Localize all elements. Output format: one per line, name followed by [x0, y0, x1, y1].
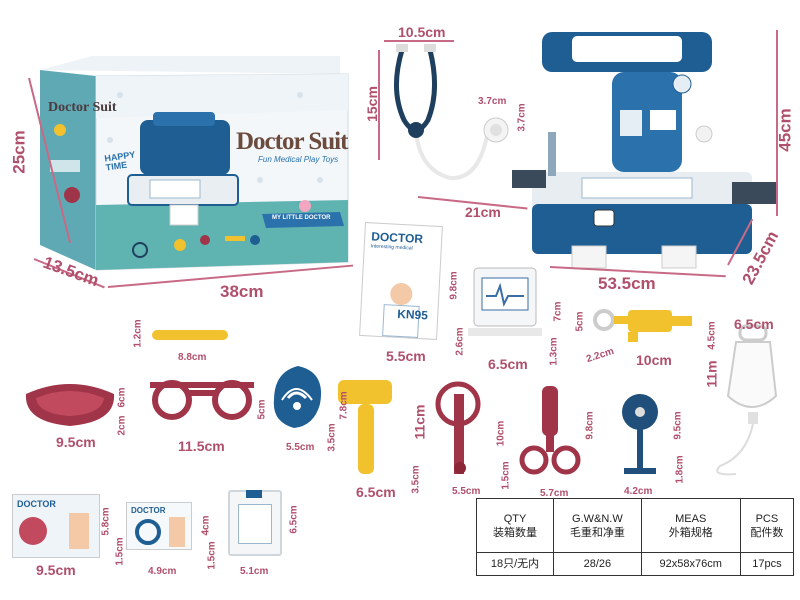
box-ribbon: MY LITTLE DOCTOR — [272, 215, 331, 221]
dim-thermo-width: 5.5cm — [452, 486, 481, 497]
kidney-dish-drawing — [25, 384, 115, 426]
dim-thermo-height: 11cm — [411, 404, 428, 440]
dim-clipboard-width: 5.1cm — [240, 566, 269, 577]
dim-iv-width: 6.5cm — [734, 316, 774, 332]
dim-thermo-base: 3.5cm — [410, 465, 422, 494]
dim-mirror-depth: 1.8cm — [674, 455, 686, 484]
monitor-card-drawing — [468, 267, 542, 336]
spec-value-row: 18只/无内 28/26 92x58x76cm 17pcs — [475, 552, 795, 576]
product-box-drawing — [40, 56, 349, 271]
dim-otoscope-width: 5.5cm — [286, 442, 315, 453]
box-slogan: Fun Medical Play Toys — [258, 155, 339, 164]
dim-glasses-width: 11.5cm — [178, 438, 225, 454]
book-mask-label: KN95 — [396, 306, 429, 323]
dim-iv-top: 4.5cm — [706, 321, 718, 350]
dim-box-height: 25cm — [9, 130, 29, 174]
card1-graphic — [19, 517, 47, 545]
syringe-drawing — [593, 309, 692, 342]
dim-iv-length: 11m — [703, 360, 720, 388]
doctor-book: DOCTOR Interesting medical KN95 — [359, 222, 443, 340]
glasses-drawing — [150, 380, 254, 420]
dim-card2-depth: 1.5cm — [114, 537, 126, 566]
dim-monitor-depth: 1.3cm — [548, 337, 560, 366]
dim-monitor-width: 6.5cm — [488, 356, 528, 372]
dim-line-steth-height — [378, 50, 380, 160]
dim-otoscope-height: 5cm — [256, 399, 268, 420]
doctor-case-drawing — [512, 32, 776, 269]
card1-title: DOCTOR — [17, 499, 56, 509]
book-subtitle: Interesting medical — [370, 243, 413, 252]
chest-piece-drawing — [483, 117, 509, 143]
otoscope-drawing — [273, 366, 322, 428]
dim-clipboard-height: 6.5cm — [288, 505, 300, 534]
dim-line-case-height — [776, 30, 778, 216]
dim-dish-height: 6cm — [116, 387, 128, 408]
tongue-depressor — [152, 330, 228, 340]
dim-case-height: 45cm — [775, 108, 795, 152]
dim-syringe-depth: 2.2cm — [584, 345, 616, 366]
dim-scissors-depth: 1.5cm — [500, 461, 512, 490]
dim-depressor-width: 8.8cm — [178, 352, 207, 363]
dim-syringe-height: 5cm — [574, 311, 586, 332]
dim-scissors-height: 9.8cm — [584, 411, 596, 440]
clipboard-paper — [238, 504, 272, 544]
spec-value-weight: 28/26 — [553, 552, 642, 576]
dim-scissors-width: 5.7cm — [540, 488, 569, 499]
dim-clipboard-depth: 1.5cm — [206, 541, 218, 570]
reflex-hammer-drawing — [338, 380, 392, 474]
dim-steth-height: 15cm — [363, 86, 380, 122]
dim-steth-length: 21cm — [465, 204, 501, 220]
dim-thermo-length: 10cm — [495, 420, 507, 447]
dim-box-width: 38cm — [220, 282, 264, 301]
dim-book-width: 5.5cm — [386, 348, 426, 364]
dim-card1-width: 9.5cm — [36, 562, 76, 578]
dim-hammer-height: 7.8cm — [338, 391, 350, 420]
dim-syringe-width: 10cm — [636, 352, 672, 368]
book-doctor-face — [389, 282, 413, 306]
stethoscope-drawing — [393, 44, 490, 181]
box-brand: Doctor Suit — [236, 128, 348, 155]
thermometer-clip-drawing — [435, 381, 481, 474]
box-brand-side: Doctor Suit — [48, 100, 117, 115]
dim-monitor-height: 7cm — [552, 301, 564, 322]
dim-card1-height: 5.8cm — [100, 507, 112, 536]
dim-steth-width: 10.5cm — [398, 24, 446, 40]
dim-mirror-height: 9.5cm — [672, 411, 684, 440]
card2-title: DOCTOR — [131, 506, 166, 515]
iv-bag-drawing — [716, 324, 778, 476]
dim-depressor-height: 1.2cm — [132, 319, 144, 348]
dim-book-height: 9.8cm — [448, 271, 460, 300]
dim-case-width: 53.5cm — [598, 274, 656, 293]
doctor-card-1: DOCTOR — [12, 494, 100, 558]
dim-line-steth-width — [384, 40, 454, 42]
card1-doctor — [69, 513, 89, 549]
dim-dish-width: 9.5cm — [56, 434, 96, 450]
clipboard — [228, 490, 282, 556]
card2-doctor — [169, 517, 185, 547]
dim-chest-width: 3.7cm — [478, 96, 507, 107]
scissors-drawing — [519, 386, 581, 475]
spec-value-pcs: 17pcs — [739, 552, 795, 576]
dim-card2-width: 4.9cm — [148, 566, 177, 577]
dim-hammer-depth: 3.5cm — [326, 423, 338, 452]
dim-monitor-base: 2.6cm — [454, 327, 466, 356]
dim-hammer-width: 6.5cm — [356, 484, 396, 500]
card2-graphic — [135, 519, 161, 545]
doctor-card-2: DOCTOR — [126, 502, 192, 550]
dim-dish-depth: 2cm — [116, 415, 128, 436]
head-mirror-drawing — [622, 394, 658, 474]
spec-value-qty: 18只/无内 — [475, 552, 555, 576]
spec-value-meas: 92x58x76cm — [640, 552, 741, 576]
dim-mirror-width: 4.2cm — [624, 486, 653, 497]
dim-card2-height: 4cm — [200, 515, 212, 536]
clipboard-clip — [246, 490, 262, 498]
